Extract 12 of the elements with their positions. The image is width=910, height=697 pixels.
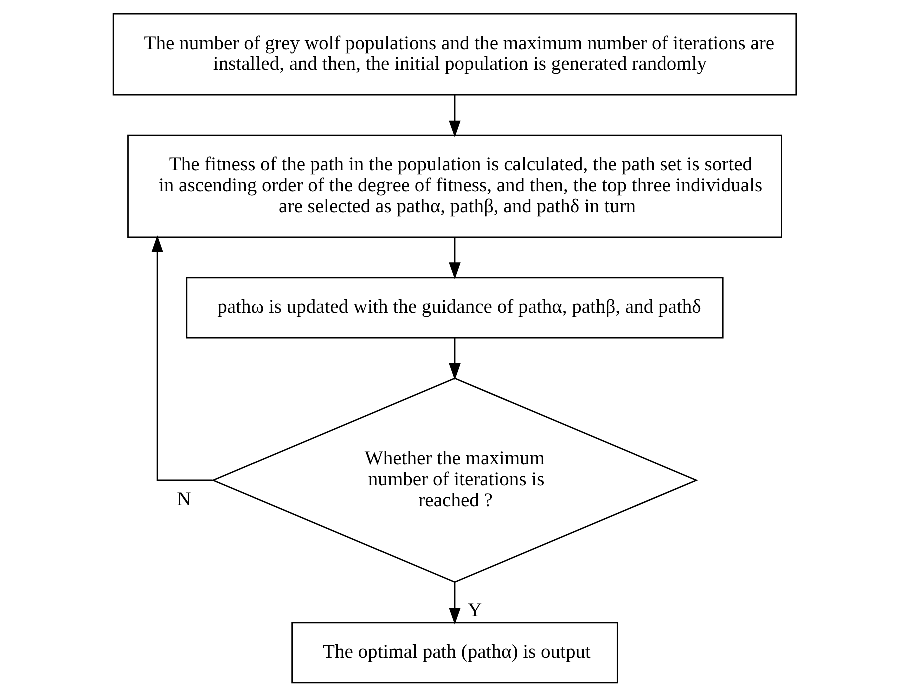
- node-box: The number of grey wolf populations and the maximum number of iterations are installed, and then, the initial population is generated randomly: [112, 13, 798, 96]
- node-box: The fitness of the path in the population is calculated, the path set is sorted in ascending order of the degree of fitness, and then, the top three individuals are selected as pathα, pathβ, and pathδ in turn: [128, 134, 782, 238]
- arrow: [449, 582, 461, 625]
- edge-label: Y: [468, 600, 482, 622]
- arrow: [152, 236, 213, 482]
- node-box: The optimal path (pathα) is output: [292, 622, 618, 684]
- edge-label: N: [177, 490, 192, 511]
- arrow: [449, 95, 461, 138]
- node-box: pathω is updated with the guidance of pathα, pathβ, and pathδ: [186, 277, 724, 339]
- node-diamond: Whether the maximum number of iterations is reached ?: [212, 378, 698, 584]
- arrow: [449, 338, 461, 380]
- arrow: [449, 238, 461, 280]
